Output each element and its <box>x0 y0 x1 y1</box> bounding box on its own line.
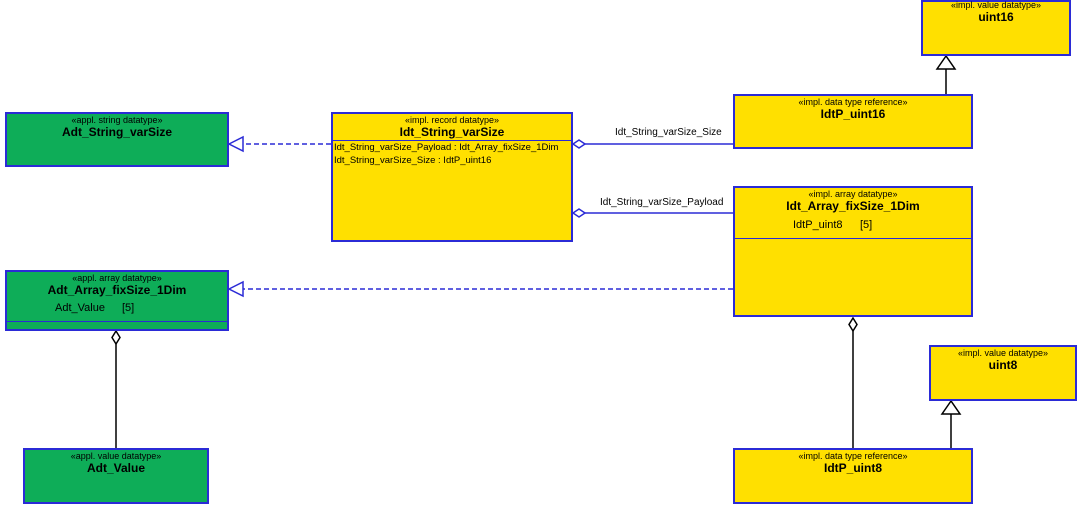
aggregation-diamond-size <box>571 139 587 149</box>
compartment-separator <box>7 321 227 322</box>
class-box-adt-array-fixsize-1dim[interactable]: «appl. array datatype» Adt_Array_fixSize… <box>5 270 229 331</box>
element-multiplicity: [5] <box>860 219 873 231</box>
class-name: Adt_Value <box>86 461 146 475</box>
stereotype-label: «impl. value datatype» <box>957 348 1049 358</box>
aggregation-diamond-payload <box>571 208 587 218</box>
stereotype-label: «impl. array datatype» <box>808 189 898 199</box>
class-box-idt-string-varsize[interactable]: «impl. record datatype» Idt_String_varSi… <box>331 112 573 242</box>
class-box-adt-value[interactable]: «appl. value datatype» Adt_Value <box>23 448 209 504</box>
class-name: IdtP_uint8 <box>823 461 882 475</box>
stereotype-label: «impl. value datatype» <box>950 0 1042 10</box>
class-name: Idt_String_varSize <box>399 125 505 139</box>
stereotype-label: «impl. data type reference» <box>798 451 908 461</box>
element-type: Adt_Value <box>55 302 105 314</box>
mapping-arrowhead-string <box>227 135 244 153</box>
class-name: Adt_Array_fixSize_1Dim <box>47 283 187 297</box>
aggregation-diamond-idt-element <box>848 316 858 333</box>
element-type: IdtP_uint8 <box>793 219 843 231</box>
attribute-payload: Idt_String_varSize_Payload : Idt_Array_f… <box>334 142 559 153</box>
class-box-idtp-uint16[interactable]: «impl. data type reference» IdtP_uint16 <box>733 94 973 149</box>
class-name: uint8 <box>988 358 1018 372</box>
class-name: Adt_String_varSize <box>61 125 173 139</box>
edge-label-size: Idt_String_varSize_Size <box>615 127 722 138</box>
stereotype-label: «impl. record datatype» <box>404 115 500 125</box>
class-box-adt-string-varsize[interactable]: «appl. string datatype» Adt_String_varSi… <box>5 112 229 167</box>
stereotype-label: «impl. data type reference» <box>798 97 908 107</box>
mapping-arrowhead-array <box>227 280 244 298</box>
class-box-uint8[interactable]: «impl. value datatype» uint8 <box>929 345 1077 401</box>
stereotype-label: «appl. array datatype» <box>72 273 162 283</box>
compartment-separator <box>333 140 571 141</box>
edge-label-payload: Idt_String_varSize_Payload <box>600 197 724 208</box>
class-box-idtp-uint8[interactable]: «impl. data type reference» IdtP_uint8 <box>733 448 973 504</box>
class-name: uint16 <box>978 10 1014 24</box>
class-name: IdtP_uint16 <box>820 107 886 121</box>
stereotype-label: «appl. value datatype» <box>70 451 162 461</box>
element-multiplicity: [5] <box>122 302 135 314</box>
class-name: Idt_Array_fixSize_1Dim <box>786 199 920 213</box>
generalization-arrowhead-uint16 <box>935 54 957 70</box>
attribute-size: Idt_String_varSize_Size : IdtP_uint16 <box>334 155 492 166</box>
class-box-idt-array-fixsize-1dim[interactable]: «impl. array datatype» Idt_Array_fixSize… <box>733 186 973 317</box>
aggregation-diamond-adt-element <box>111 329 121 346</box>
generalization-arrowhead-uint8 <box>940 399 962 415</box>
compartment-separator <box>735 238 971 239</box>
class-box-uint16[interactable]: «impl. value datatype» uint16 <box>921 0 1071 56</box>
stereotype-label: «appl. string datatype» <box>71 115 163 125</box>
